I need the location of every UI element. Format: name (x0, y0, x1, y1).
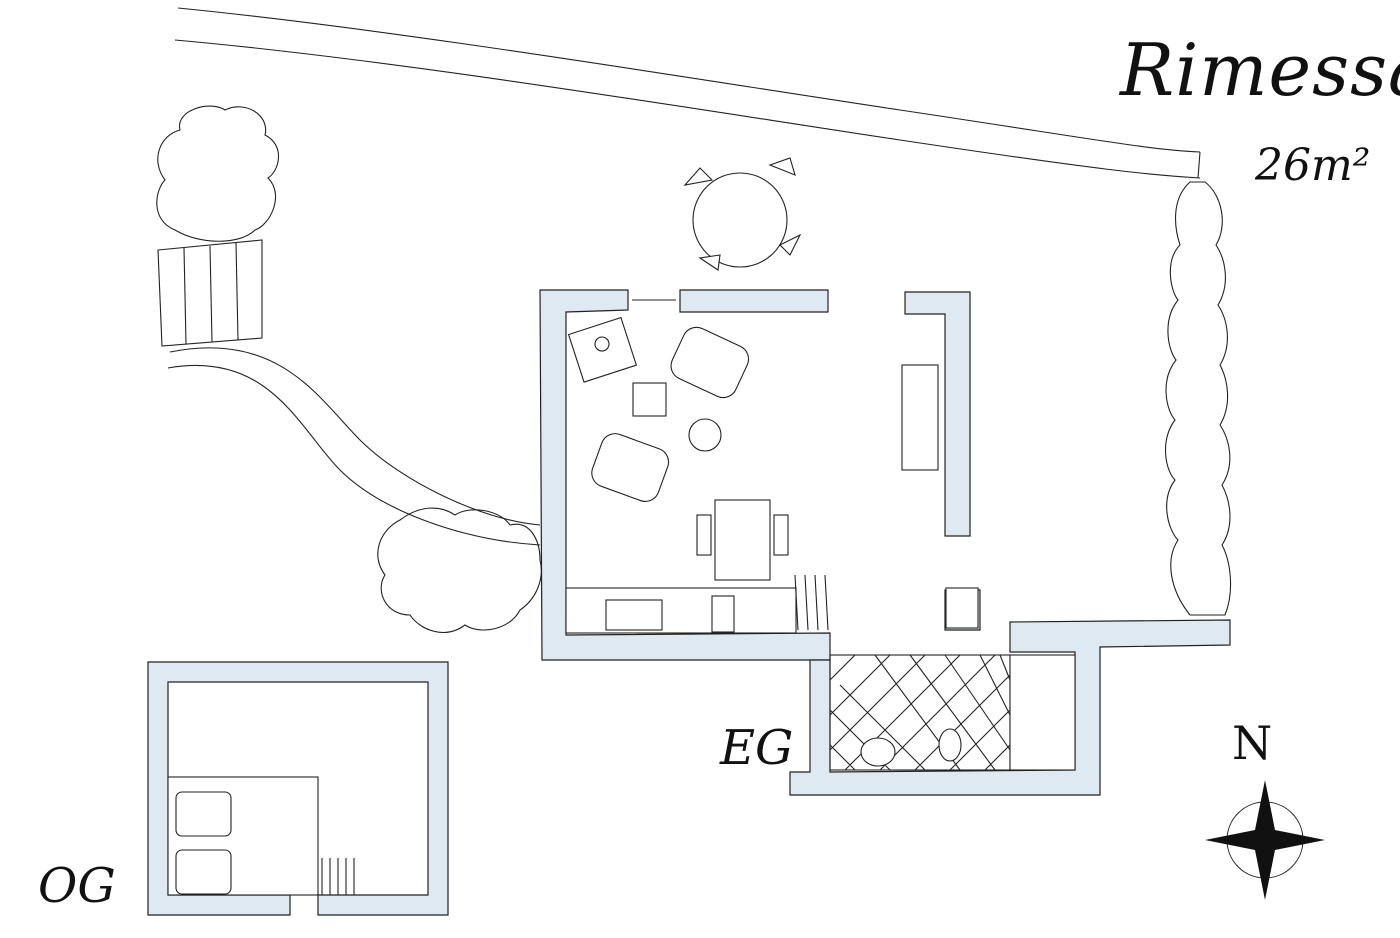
upper-floor-walls (147, 661, 449, 916)
tree-left (377, 507, 542, 633)
steps (157, 239, 263, 347)
living-furniture (565, 316, 979, 634)
tree-top-left (156, 105, 280, 242)
outdoor-table (683, 157, 802, 271)
bathroom-tiles (829, 654, 1011, 771)
compass-rose-icon (1205, 780, 1325, 900)
footpath (167, 347, 541, 546)
area-label: 26m² (1255, 140, 1371, 191)
upper-floor-label: OG (38, 858, 116, 914)
ground-floor-walls (539, 289, 1231, 796)
bathroom-fixtures (860, 654, 1076, 771)
north-label: N (1232, 716, 1273, 770)
hedge-right (1164, 181, 1232, 616)
title: Rimessa (1120, 28, 1400, 112)
ground-floor-label: EG (720, 720, 794, 776)
road (174, 7, 1201, 179)
